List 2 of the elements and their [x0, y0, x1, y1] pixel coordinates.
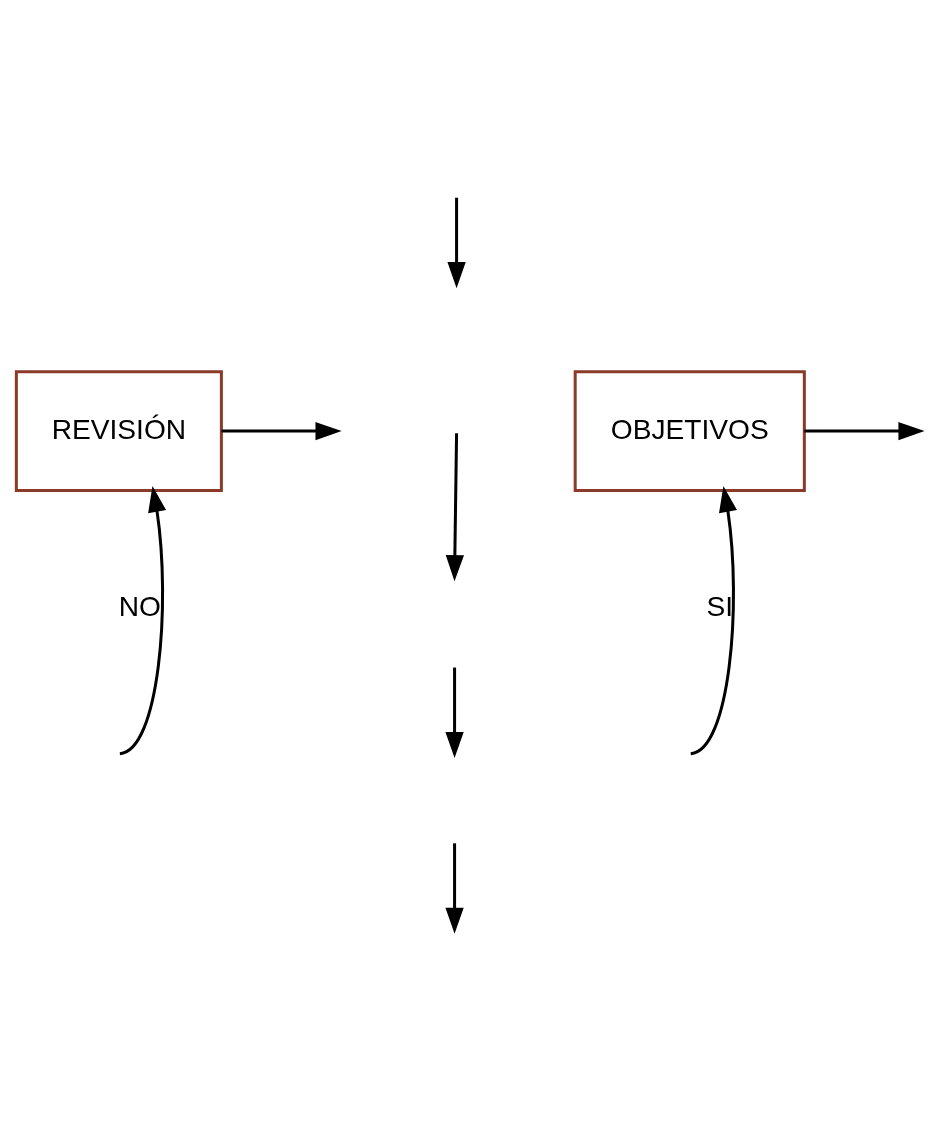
edge-label: SI	[706, 590, 734, 622]
edge-label: NO	[118, 590, 161, 622]
